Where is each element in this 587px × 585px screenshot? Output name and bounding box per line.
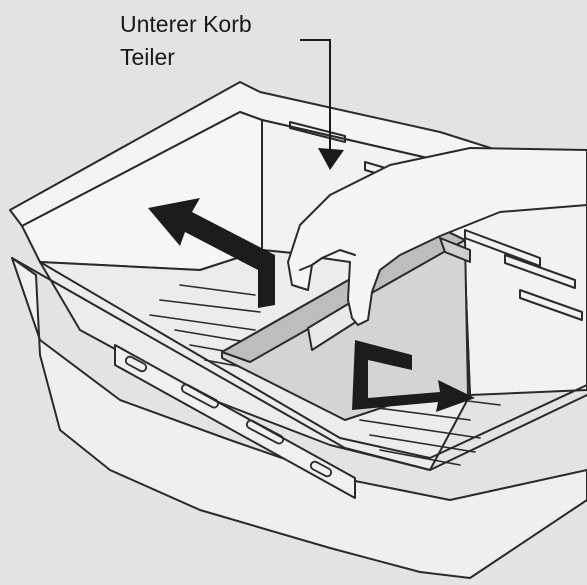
wall-slot — [519, 289, 583, 321]
basket-front-lip-inner — [39, 261, 587, 459]
wall-slot — [289, 121, 346, 143]
basket-front-lip — [11, 257, 587, 471]
drawer-housing — [11, 257, 587, 579]
hand-finger-line — [321, 249, 356, 259]
arrow-right-down — [352, 340, 475, 412]
callout-leader — [300, 39, 331, 150]
arrow-left-up — [148, 198, 275, 308]
hand — [287, 147, 587, 326]
hand-finger-line — [299, 264, 313, 271]
wall-slot — [504, 254, 576, 289]
callout-line-2: Teiler — [120, 44, 175, 70]
callout-arrowhead — [318, 148, 344, 170]
callout-line-1: Unterer Korb — [120, 11, 252, 37]
callout-label: Unterer Korb Teiler — [120, 8, 252, 74]
rail-slots — [124, 355, 333, 478]
divider-clip — [439, 237, 471, 263]
wall-slot — [464, 229, 541, 267]
